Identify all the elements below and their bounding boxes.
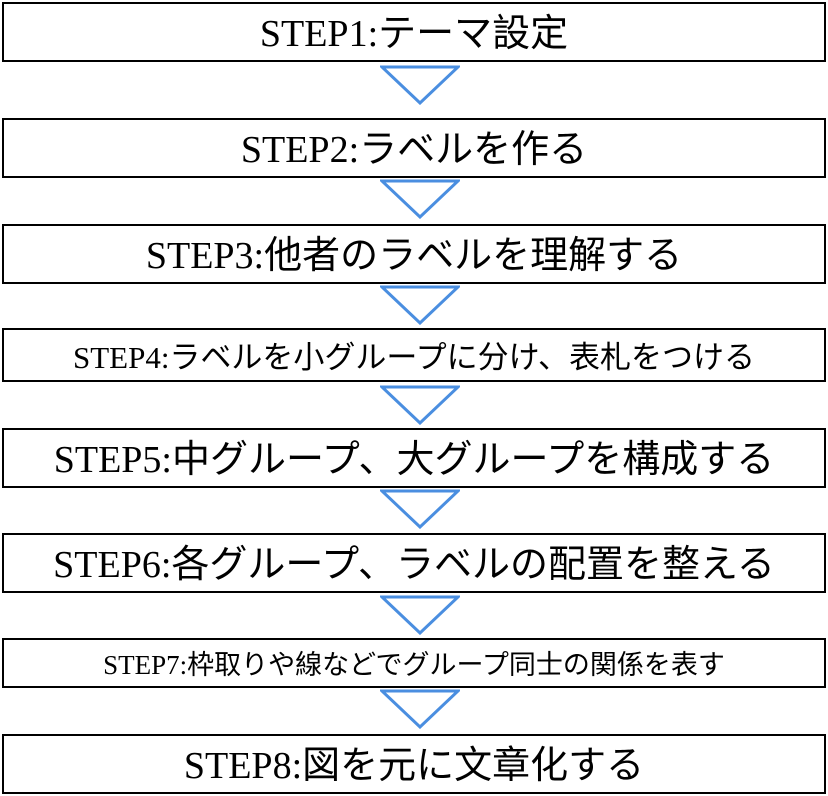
step-box-6: STEP6:各グループ、ラベルの配置を整える (2, 533, 826, 593)
down-arrow-icon (380, 595, 460, 635)
step-label: STEP5:中グループ、大グループを構成する (53, 439, 775, 481)
step-label: STEP1:テーマ設定 (259, 13, 569, 55)
step-label: STEP8:図を元に文章化する (183, 745, 645, 787)
down-arrow-icon (380, 285, 460, 325)
down-arrow-icon (380, 65, 460, 105)
down-arrow-icon (380, 489, 460, 529)
step-box-7: STEP7:枠取りや線などでグループ同士の関係を表す (2, 638, 826, 688)
step-label: STEP7:枠取りや線などでグループ同士の関係を表す (103, 649, 725, 680)
step-box-3: STEP3:他者のラベルを理解する (2, 224, 826, 284)
step-label: STEP3:他者のラベルを理解する (145, 235, 683, 277)
down-arrow-icon (380, 385, 460, 425)
step-box-2: STEP2:ラベルを作る (2, 118, 826, 178)
step-label: STEP4:ラベルを小グループに分け、表札をつける (72, 339, 756, 375)
step-label: STEP6:各グループ、ラベルの配置を整える (53, 544, 775, 586)
down-arrow-icon (380, 689, 460, 729)
step-box-1: STEP1:テーマ設定 (2, 2, 826, 62)
step-label: STEP2:ラベルを作る (240, 129, 588, 171)
step-box-5: STEP5:中グループ、大グループを構成する (2, 428, 826, 488)
step-box-4: STEP4:ラベルを小グループに分け、表札をつける (2, 328, 826, 382)
down-arrow-icon (380, 179, 460, 219)
step-box-8: STEP8:図を元に文章化する (2, 734, 826, 794)
